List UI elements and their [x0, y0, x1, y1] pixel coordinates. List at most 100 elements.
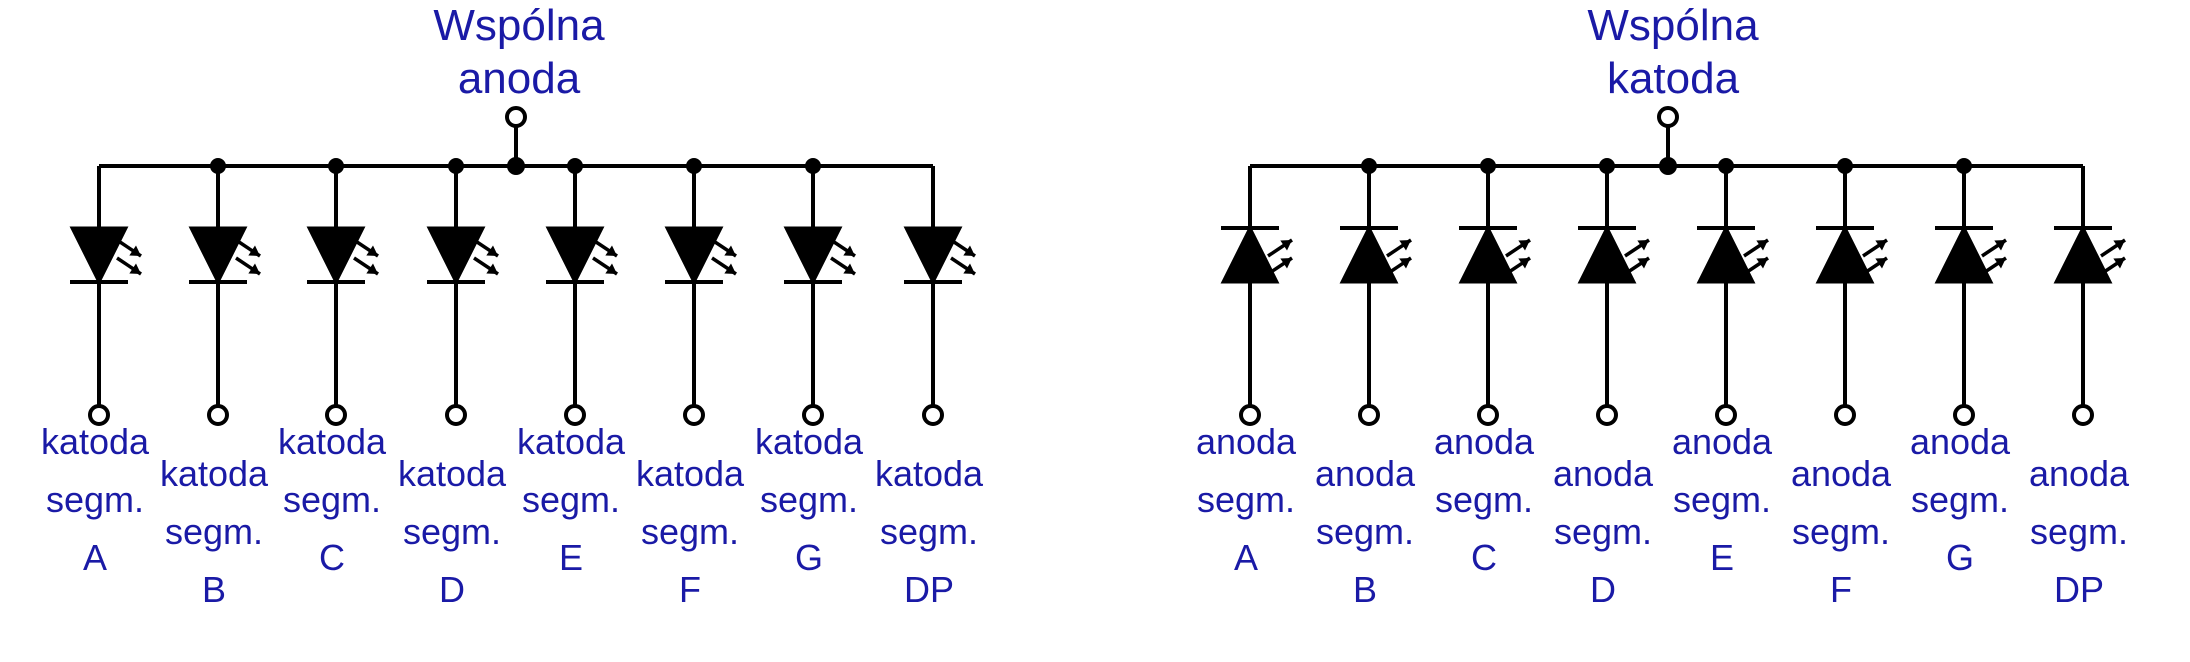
segment-terminal [1715, 404, 1737, 426]
segment-letter-label: D [439, 569, 465, 610]
light-ray-1-head [1399, 240, 1411, 251]
light-ray-2-head [1637, 258, 1649, 269]
light-ray-1-head [1637, 240, 1649, 251]
common-anode-title-line2: anoda [458, 54, 581, 103]
segment-letter-label: A [83, 537, 107, 578]
led-triangle [426, 226, 486, 286]
segment-abbr-label: segm. [880, 511, 978, 552]
segment-terminal [802, 404, 824, 426]
segment-c-branch: katoda segm. C [278, 158, 387, 578]
segment-letter-label: G [1946, 537, 1974, 578]
segment-letter-label: D [1590, 569, 1616, 610]
segment-terminal [1239, 404, 1261, 426]
light-ray-2-head [843, 263, 855, 274]
segment-abbr-label: segm. [403, 511, 501, 552]
common-junction-dot [1659, 157, 1677, 175]
segment-letter-label: G [795, 537, 823, 578]
segment-role-label: katoda [517, 421, 626, 462]
common-terminal [1657, 106, 1679, 128]
segment-abbr-label: segm. [1554, 511, 1652, 552]
led-triangle [1934, 224, 1994, 284]
segment-role-label: anoda [1791, 453, 1892, 494]
segment-role-label: katoda [398, 453, 507, 494]
light-ray-2-head [248, 263, 260, 274]
segment-a-branch: katoda segm. A [41, 166, 150, 578]
segment-role-label: katoda [41, 421, 150, 462]
segment-role-label: katoda [875, 453, 984, 494]
segment-letter-label: E [1710, 537, 1734, 578]
segment-role-label: anoda [1196, 421, 1297, 462]
segment-abbr-label: segm. [2030, 511, 2128, 552]
common-anode-circuit: Wspólna anoda katodasegm.Akatodasegm.Bka… [41, 1, 984, 610]
led-triangle [664, 226, 724, 286]
segment-role-label: katoda [278, 421, 387, 462]
segment-letter-label: F [679, 569, 701, 610]
light-ray-2-head [1518, 258, 1530, 269]
light-ray-2-head [1875, 258, 1887, 269]
light-ray-2-head [1994, 258, 2006, 269]
segment-abbr-label: segm. [46, 479, 144, 520]
light-ray-1-head [1756, 240, 1768, 251]
light-ray-1-head [129, 245, 141, 256]
led-triangle [1458, 224, 1518, 284]
segment-terminal [1358, 404, 1380, 426]
segment-d-branch: katoda segm. D [398, 158, 507, 610]
segment-terminal [922, 404, 944, 426]
segment-d-branch: anoda segm. D [1553, 158, 1654, 610]
segment-terminal [683, 404, 705, 426]
common-cathode-title-line1: Wspólna [1587, 1, 1759, 50]
segment-abbr-label: segm. [1673, 479, 1771, 520]
light-ray-1-head [605, 245, 617, 256]
segment-terminal [1834, 404, 1856, 426]
light-ray-2-head [724, 263, 736, 274]
light-ray-2-head [129, 263, 141, 274]
segment-letter-label: C [319, 537, 345, 578]
led-triangle [783, 226, 843, 286]
segment-role-label: katoda [636, 453, 745, 494]
segment-abbr-label: segm. [283, 479, 381, 520]
segment-abbr-label: segm. [1435, 479, 1533, 520]
segment-terminal [2072, 404, 2094, 426]
led-triangle [903, 226, 963, 286]
segment-terminal [207, 404, 229, 426]
light-ray-2-head [963, 263, 975, 274]
segment-letter-label: B [202, 569, 226, 610]
common-cathode-title-line2: katoda [1607, 54, 1740, 103]
light-ray-2-head [1280, 258, 1292, 269]
segment-role-label: katoda [755, 421, 864, 462]
led-triangle [2053, 224, 2113, 284]
led-triangle [69, 226, 129, 286]
light-ray-2-head [2113, 258, 2125, 269]
light-ray-1-head [724, 245, 736, 256]
led-triangle [1815, 224, 1875, 284]
segment-abbr-label: segm. [522, 479, 620, 520]
light-ray-2-head [1756, 258, 1768, 269]
segment-role-label: anoda [1434, 421, 1535, 462]
segment-letter-label: DP [904, 569, 954, 610]
segment-dp-branch: katoda segm. DP [875, 166, 984, 610]
segment-abbr-label: segm. [1197, 479, 1295, 520]
segment-terminal [1953, 404, 1975, 426]
segment-terminal [1477, 404, 1499, 426]
light-ray-1-head [248, 245, 260, 256]
segment-terminal [88, 404, 110, 426]
segment-role-label: anoda [1553, 453, 1654, 494]
light-ray-1-head [1994, 240, 2006, 251]
segment-terminal [1596, 404, 1618, 426]
light-ray-1-head [1875, 240, 1887, 251]
light-ray-2-head [1399, 258, 1411, 269]
segment-terminal [445, 404, 467, 426]
segment-letter-label: DP [2054, 569, 2104, 610]
light-ray-1-head [963, 245, 975, 256]
segment-abbr-label: segm. [1792, 511, 1890, 552]
